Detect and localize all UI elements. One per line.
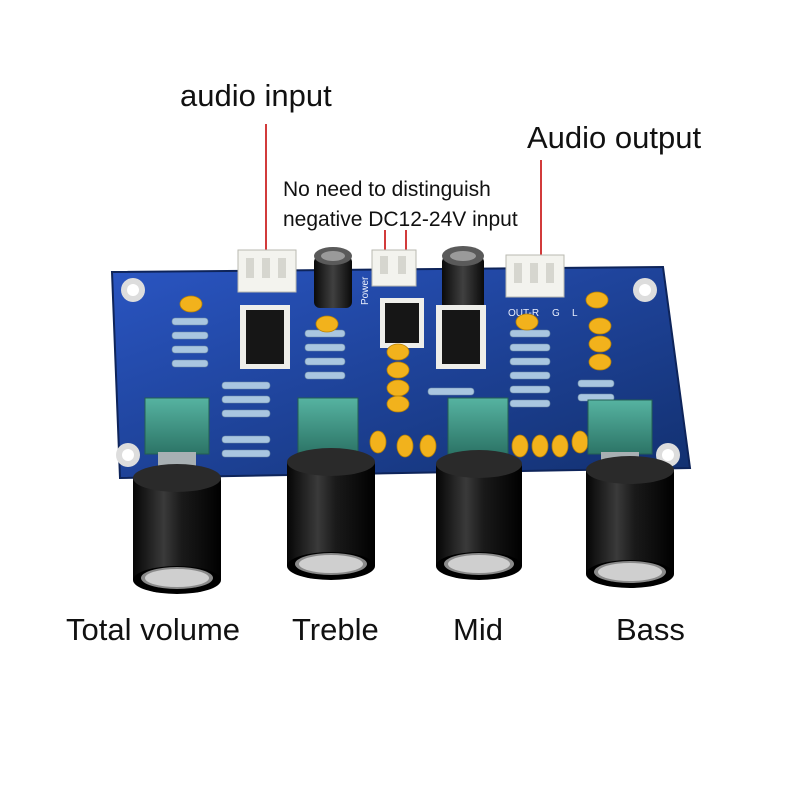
ceramic-capacitors xyxy=(179,291,612,458)
ic-chip-right xyxy=(436,305,486,369)
pcb-label-out-r: OUT-R xyxy=(508,308,539,319)
mounting-holes xyxy=(116,278,680,467)
ic-chip-left xyxy=(240,305,290,369)
pcb-label-l: L xyxy=(572,308,578,319)
electrolytic-capacitor-right xyxy=(442,246,484,310)
power-note-line1: No need to distinguish xyxy=(283,178,491,201)
knob-label-mid: Mid xyxy=(453,612,503,647)
knob-total-volume xyxy=(133,464,221,594)
power-connector xyxy=(371,249,417,287)
audio-output-connector xyxy=(505,254,565,298)
audio-output-label: Audio output xyxy=(527,120,702,155)
knob-bass xyxy=(586,456,674,588)
power-note-line2: negative DC12-24V input xyxy=(283,208,518,231)
knob-label-bass: Bass xyxy=(616,612,685,647)
resistor-bank xyxy=(171,317,615,458)
knob-label-total-volume: Total volume xyxy=(66,612,241,647)
potentiometer-total-volume xyxy=(144,397,210,466)
knob-treble xyxy=(287,448,375,580)
audio-input-connector xyxy=(237,249,297,293)
audio-input-label: audio input xyxy=(180,78,332,113)
ic-chip-middle xyxy=(380,298,424,348)
potentiometer-bass xyxy=(587,399,653,466)
pcb-label-g: G xyxy=(552,308,560,319)
electrolytic-capacitor-left xyxy=(314,247,352,308)
knob-mid xyxy=(436,450,522,580)
pcb-label-power: Power xyxy=(360,276,371,305)
knob-label-treble: Treble xyxy=(292,612,379,647)
